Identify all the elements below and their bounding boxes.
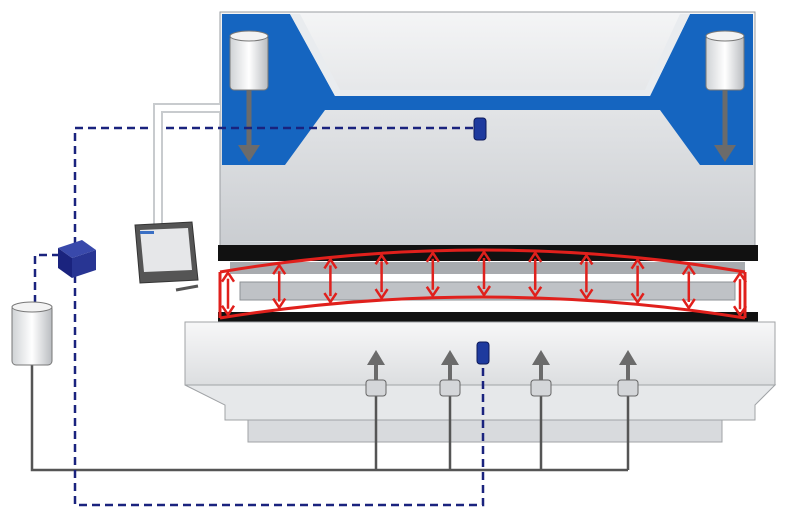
bed-cylinder xyxy=(617,350,639,397)
crowning-arrow xyxy=(579,253,594,301)
upper-cylinder-left xyxy=(229,30,269,162)
hydraulic-lines xyxy=(30,365,630,472)
upper-cylinder-right xyxy=(705,30,745,162)
bed-cylinder xyxy=(530,350,552,397)
crowning-arrow xyxy=(681,263,696,311)
crowning-arrow xyxy=(528,250,543,299)
lower-bed xyxy=(184,321,777,443)
crowning-curve-bottom xyxy=(219,295,746,320)
signal-lines xyxy=(33,126,485,507)
bed-cylinder xyxy=(365,350,387,397)
bed-cylinder xyxy=(439,350,461,397)
crowning-zone xyxy=(218,248,758,322)
crowning-arrow xyxy=(732,270,748,318)
position-sensor-top xyxy=(473,117,487,141)
crowning-arrow xyxy=(476,249,492,298)
position-sensor-bed xyxy=(476,341,490,365)
beam-blue-frame xyxy=(222,14,753,165)
crowning-arrow xyxy=(425,250,440,299)
crowning-arrow xyxy=(272,262,287,310)
crowning-arrow xyxy=(374,252,389,301)
hydraulic-tank xyxy=(11,301,53,366)
cnc-control-panel xyxy=(134,103,220,292)
crowning-arrow xyxy=(220,270,236,317)
crowning-curve-top xyxy=(219,248,746,274)
crowning-arrow xyxy=(630,257,645,305)
crowning-arrow xyxy=(323,257,338,305)
upper-beam xyxy=(218,11,758,274)
controller-cube-icon xyxy=(58,240,96,278)
